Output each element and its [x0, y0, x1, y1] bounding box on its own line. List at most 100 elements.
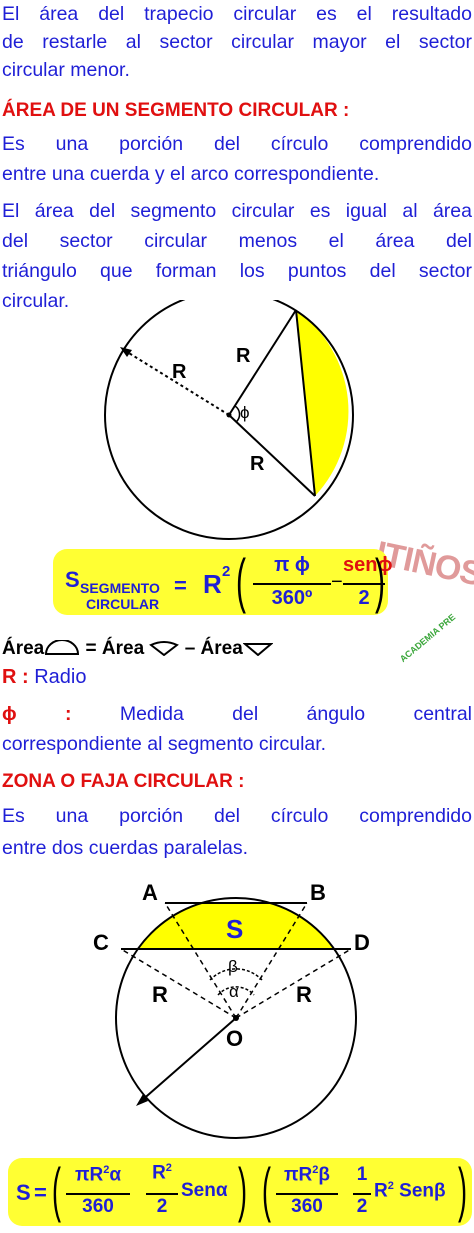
- phi-desc-1: Medida del ángulo central: [71, 703, 472, 725]
- segment-diagram: R R R ϕ: [104, 300, 354, 540]
- label-c: C: [93, 930, 109, 955]
- zf4-num: 1: [356, 1164, 368, 1185]
- label-r-top: R: [236, 345, 251, 367]
- label-alpha: α: [229, 982, 239, 1001]
- zf2-den: 2: [156, 1196, 168, 1217]
- phi-desc-2: correspondiente al segmento circular.: [2, 733, 327, 755]
- segment-formula-box: S SEGMENTO CIRCULAR = R 2 ( π ϕ 360º − s…: [53, 547, 393, 615]
- formula-paren-right: ): [375, 547, 385, 614]
- formula-exp: 2: [222, 563, 231, 580]
- segment-area-line-2: del sector circular menos el área del: [2, 230, 472, 252]
- radius-bottom: [228, 414, 316, 497]
- zparen-2-left: (: [262, 1156, 271, 1223]
- zr2-sen2: R2 Senβ: [374, 1180, 446, 1202]
- alpha-arc: [217, 986, 255, 996]
- radius-oc: [120, 948, 237, 1019]
- center-point: [226, 412, 232, 418]
- formula-minus: −: [331, 571, 343, 593]
- arrow-head: [120, 347, 132, 357]
- radius-od: [235, 948, 352, 1019]
- frac2-num: senϕ: [343, 554, 393, 576]
- radius-ob: [235, 902, 308, 1019]
- area-word-1: Área: [2, 638, 45, 659]
- r-definition: R : Radio: [2, 666, 86, 689]
- zf3-num: πR2β: [283, 1164, 330, 1186]
- frac2-bar: [343, 583, 385, 585]
- zf3-bar: [276, 1193, 338, 1195]
- label-s: S: [226, 914, 243, 944]
- frac1-num: π ϕ: [274, 554, 310, 576]
- zparen-1-right: ): [238, 1156, 247, 1223]
- zformula-equals: =: [34, 1180, 47, 1205]
- r-label: R :: [2, 666, 29, 688]
- segment-area-line-1: El área del segmento circular es igual a…: [2, 200, 472, 222]
- radius-arrow: [139, 1017, 237, 1103]
- label-r-right: R: [296, 982, 312, 1007]
- segment-area-line-3: triángulo que forman los puntos del sect…: [2, 260, 472, 282]
- zf1-den: 360: [82, 1196, 114, 1217]
- formula-equals: =: [174, 573, 187, 598]
- sector-shape-icon: [149, 641, 180, 657]
- intro-line-2: de restarle al sector circular mayor el …: [2, 31, 472, 53]
- zf4-bar: [353, 1193, 371, 1195]
- label-o: O: [226, 1026, 243, 1051]
- label-phi: ϕ: [240, 403, 250, 422]
- radius-top: [228, 309, 297, 416]
- zf2-num: R2: [152, 1162, 172, 1184]
- center-o: [233, 1015, 239, 1021]
- frac1-den: 360º: [271, 587, 313, 609]
- segment-def-line-1: Es una porción del círculo comprendido: [2, 133, 472, 155]
- formula-paren-left: (: [236, 547, 246, 614]
- beta-arc: [209, 968, 263, 981]
- label-r-bottom: R: [250, 453, 265, 475]
- zparen-1-left: (: [52, 1156, 61, 1223]
- zone-arrow-head: [136, 1094, 148, 1106]
- watermark-subtext: ACADEMIA PRE: [397, 611, 458, 665]
- area-equation: Área = Área – Área: [2, 638, 274, 660]
- intro-line-1: El área del trapecio circular es el resu…: [2, 3, 472, 25]
- triangle-shape-icon: [242, 643, 274, 657]
- label-d: D: [354, 930, 370, 955]
- r-desc: Radio: [28, 666, 87, 688]
- zf4-den: 2: [356, 1196, 368, 1217]
- zone-circle: [115, 897, 357, 1139]
- angle-arc: [234, 405, 241, 423]
- zone-def-line-1: Es una porción del círculo comprendido: [2, 805, 472, 827]
- zf2-bar: [146, 1193, 178, 1195]
- label-r-left: R: [152, 982, 168, 1007]
- phi-definition: ϕ : Medida del ángulo central: [2, 702, 472, 726]
- frac2-den: 2: [358, 587, 370, 609]
- intro-line-3: circular menor.: [2, 59, 130, 81]
- zf1-num: πR2α: [74, 1164, 122, 1186]
- zone-heading: ZONA O FAJA CIRCULAR :: [2, 771, 245, 792]
- radius-oa: [164, 902, 237, 1019]
- segment-fill: [296, 310, 349, 496]
- segment-area-line-4: circular.: [2, 290, 70, 312]
- zf3-den: 360: [291, 1196, 323, 1217]
- formula-r: R: [203, 569, 222, 599]
- zone-def-line-2: entre dos cuerdas paralelas.: [2, 837, 249, 859]
- chord: [295, 309, 316, 497]
- area-word-3: – Área: [179, 638, 243, 659]
- label-beta: β: [228, 957, 238, 976]
- label-b: B: [310, 880, 326, 905]
- segment-shape-icon: [45, 639, 80, 655]
- zformula-s: S: [16, 1180, 31, 1205]
- segment-def-line-2: entre una cuerda y el arco correspondien…: [2, 163, 380, 185]
- segment-heading: ÁREA DE UN SEGMENTO CIRCULAR :: [2, 100, 350, 121]
- radius-dotted: [123, 349, 230, 416]
- frac1-bar: [253, 583, 331, 585]
- phi-label: ϕ :: [2, 703, 72, 725]
- zone-formula-box: S = ( πR2α 360 R2 2 Senα ) ( πR2β 360 1 …: [8, 1158, 472, 1226]
- label-a: A: [142, 880, 158, 905]
- formula-s-symbol: S: [65, 567, 80, 592]
- area-word-2: = Área: [80, 638, 150, 659]
- zone-diagram: A B C D O R R S β α: [93, 880, 370, 1139]
- segment-circle: [104, 300, 354, 540]
- formula-sub-1: SEGMENTO: [80, 580, 160, 596]
- zparen-2-right: ): [458, 1156, 467, 1223]
- label-r-dotted: R: [172, 361, 187, 383]
- formula-sub-2: CIRCULAR: [86, 596, 160, 612]
- zf1-bar: [66, 1193, 130, 1195]
- zsen1: Senα: [181, 1180, 228, 1201]
